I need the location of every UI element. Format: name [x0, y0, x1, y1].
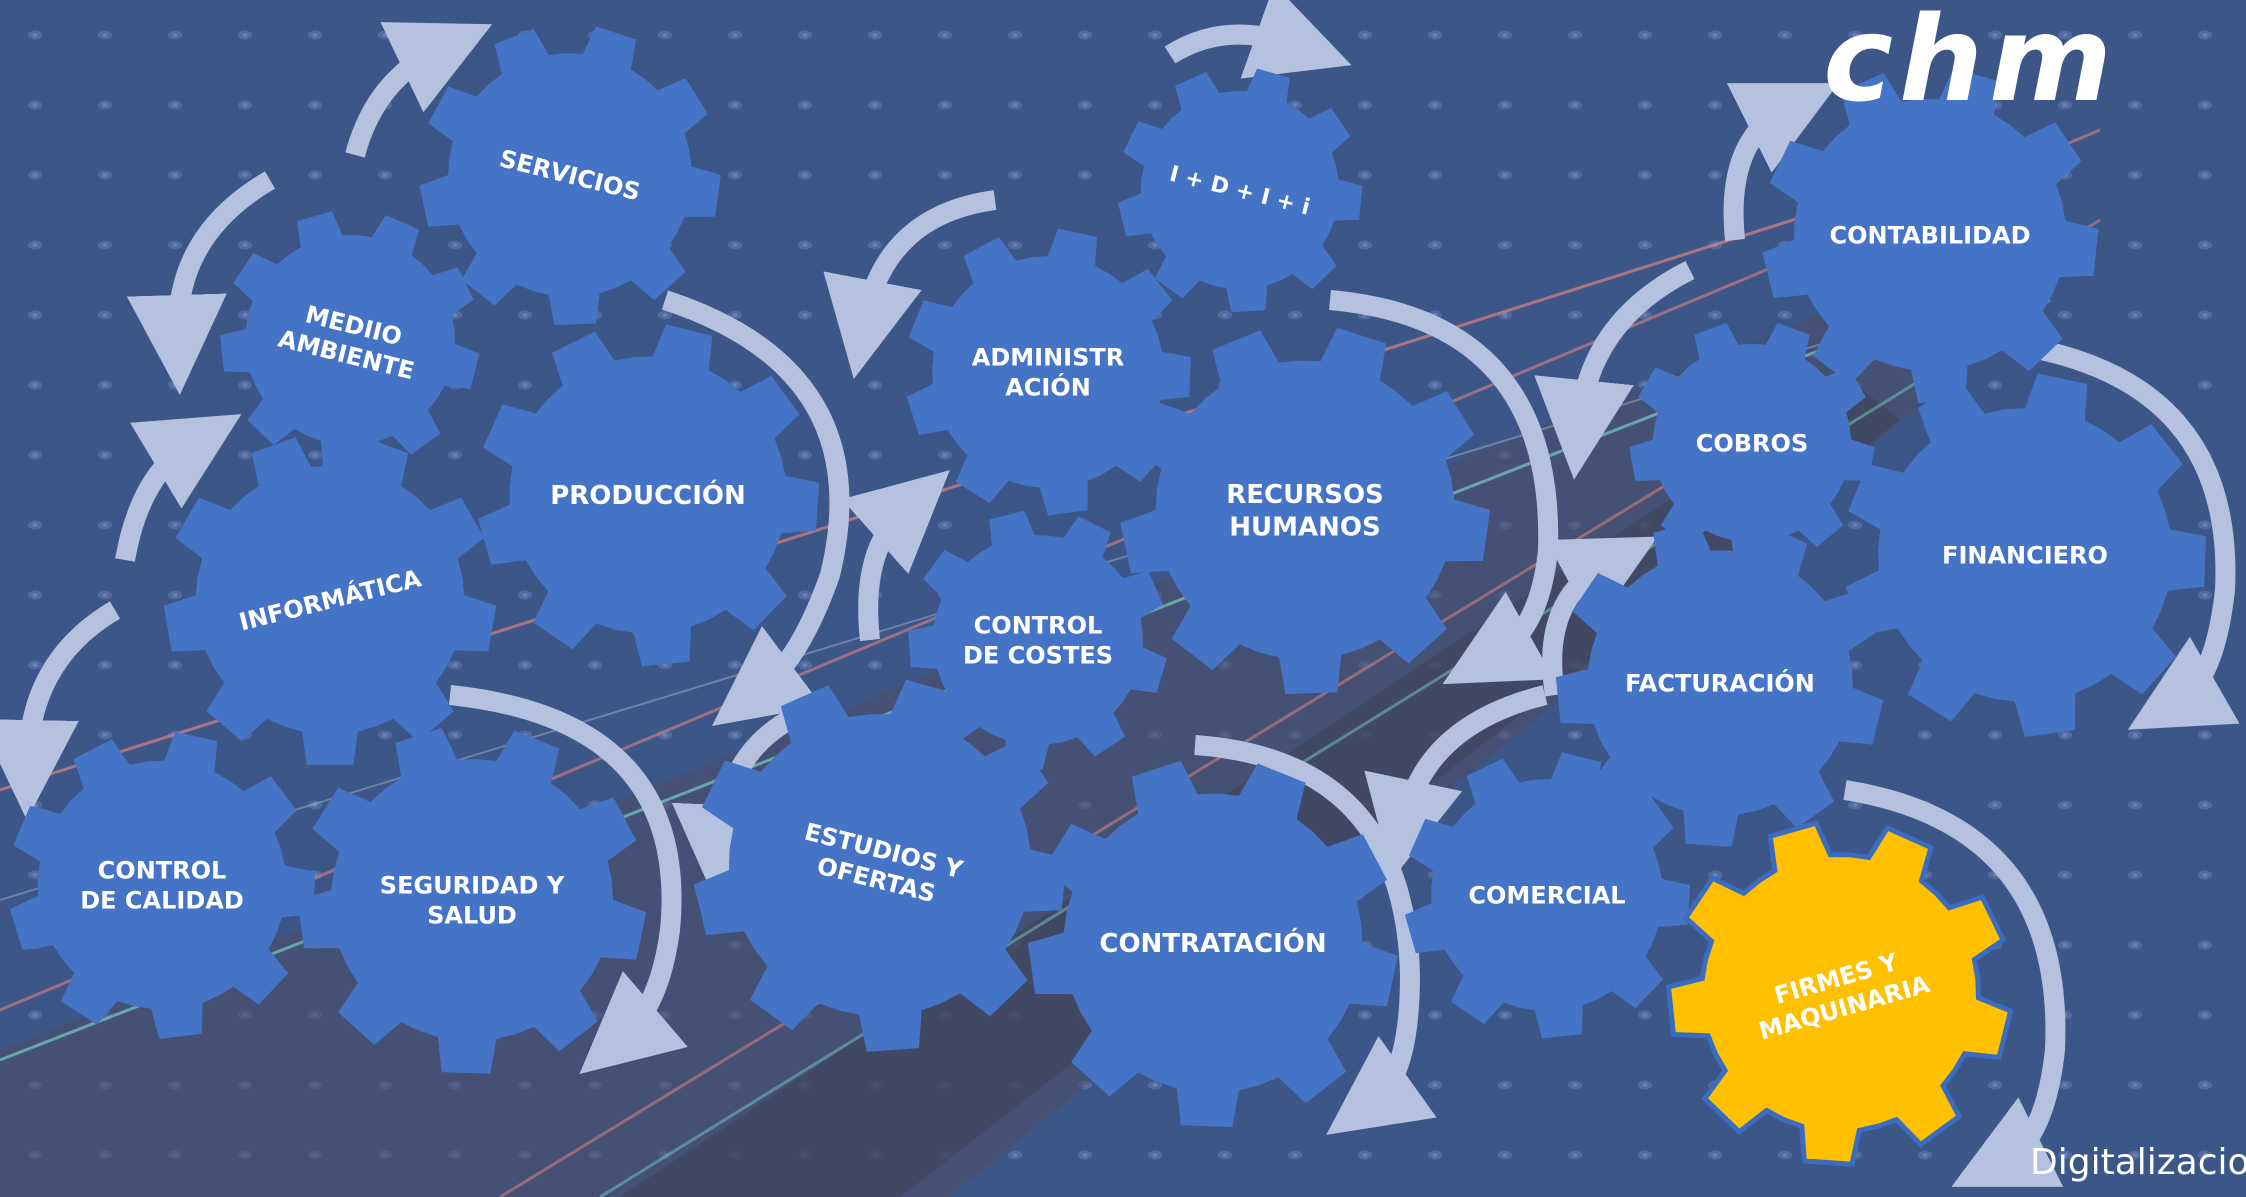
- cycle-arrow: [1843, 780, 2066, 1187]
- cycle-arrow: [448, 685, 688, 1075]
- cycle-arrow: [841, 470, 950, 642]
- gear-idii: I + D + I + i: [1118, 68, 1363, 313]
- cycle-arrow: [1364, 685, 1548, 879]
- gear-shape: [220, 211, 480, 470]
- cycle-arrow: [1534, 261, 1695, 480]
- gear-label-line: HUMANOS: [1229, 512, 1380, 542]
- gear-label-line: SALUD: [427, 901, 517, 929]
- cycle-arrow: [1542, 536, 1658, 697]
- gear-label: COBROS: [1696, 429, 1808, 457]
- gear-label-line: DE COSTES: [963, 641, 1113, 669]
- gear-firmes-maquinaria: FIRMES YMAQUINARIA: [1665, 820, 2014, 1167]
- cycle-arrow: [823, 190, 997, 379]
- footer-text: Digitalizacio: [2030, 1142, 2246, 1183]
- gear-label-line: COBROS: [1696, 429, 1808, 457]
- gear-financiero: FINANCIERO: [1845, 373, 2206, 737]
- gear-shape: [1762, 68, 2099, 404]
- gear-label-line: FINANCIERO: [1942, 541, 2108, 569]
- cycle-arrow: [1723, 83, 1839, 241]
- gear-label: PRODUCCIÓN: [550, 479, 746, 511]
- gear-shape: [1120, 327, 1491, 695]
- gear-facturacion: FACTURACIÓN: [1555, 520, 1884, 847]
- gear-cobros: COBROS: [1629, 323, 1875, 565]
- gear-shape: [10, 731, 316, 1039]
- gear-label-line: CONTABILIDAD: [1829, 221, 2030, 249]
- gear-contratacion: CONTRATACIÓN: [1027, 760, 1398, 1128]
- cycle-arrow: [1164, 0, 1352, 79]
- gear-shape: [163, 437, 497, 765]
- cycle-arrow: [345, 22, 493, 158]
- gear-label: FINANCIERO: [1942, 541, 2108, 569]
- gear-shape: [906, 228, 1191, 516]
- gear-shape: [478, 324, 820, 667]
- gear-label-line: FACTURACIÓN: [1625, 667, 1815, 697]
- gear-servicios: SERVICIOS: [419, 26, 721, 325]
- gear-label-line: COMERCIAL: [1468, 881, 1625, 909]
- gear-comercial: COMERCIAL: [1404, 752, 1691, 1039]
- gear-label-line: DE CALIDAD: [80, 886, 244, 914]
- cycle-arrow: [126, 171, 276, 395]
- cycle-arrow: [2013, 335, 2240, 730]
- gear-shape: [693, 679, 1068, 1052]
- cycle-arrow: [1194, 735, 1437, 1135]
- gear-contabilidad: CONTABILIDAD: [1762, 68, 2099, 404]
- gear-label-line: CONTROL: [98, 856, 227, 884]
- gear-shape: [1845, 373, 2206, 737]
- gear-medio-ambiente: MEDIIOAMBIENTE: [220, 211, 480, 470]
- gear-label-line: PRODUCCIÓN: [550, 479, 746, 511]
- gear-shape: [1027, 760, 1398, 1128]
- gear-shape: [908, 510, 1167, 770]
- gear-label-line: SEGURIDAD Y: [380, 871, 565, 899]
- cycle-arrow: [661, 290, 850, 727]
- gear-shape: [1555, 520, 1884, 847]
- gear-shape: [1118, 68, 1363, 313]
- gear-label: FACTURACIÓN: [1625, 667, 1815, 697]
- gear-estudios-ofertas: ESTUDIOS YOFERTAS: [693, 679, 1068, 1052]
- gear-label-line: ACIÓN: [1005, 371, 1091, 401]
- gear-label-line: ADMINISTR: [972, 343, 1124, 371]
- gear-produccion: PRODUCCIÓN: [478, 324, 820, 667]
- gear-shape: [419, 26, 721, 325]
- gear-label-line: CONTROL: [974, 611, 1103, 639]
- gear-shape: [1404, 752, 1691, 1039]
- gear-informatica: INFORMÁTICA: [163, 437, 497, 765]
- gear-label: COMERCIAL: [1468, 881, 1625, 909]
- gear-shape: [1665, 820, 2014, 1167]
- chm-logo: chm: [1823, 0, 2118, 128]
- cycle-arrow: [115, 414, 242, 562]
- gear-label: CONTRATACIÓN: [1099, 927, 1326, 959]
- cycle-arrow: [0, 601, 121, 820]
- gear-label-line: CONTRATACIÓN: [1099, 927, 1326, 959]
- gear-label: CONTABILIDAD: [1829, 221, 2030, 249]
- gear-shape: [297, 727, 647, 1074]
- gear-label-line: RECURSOS: [1226, 480, 1384, 510]
- gear-shape: [1629, 323, 1875, 565]
